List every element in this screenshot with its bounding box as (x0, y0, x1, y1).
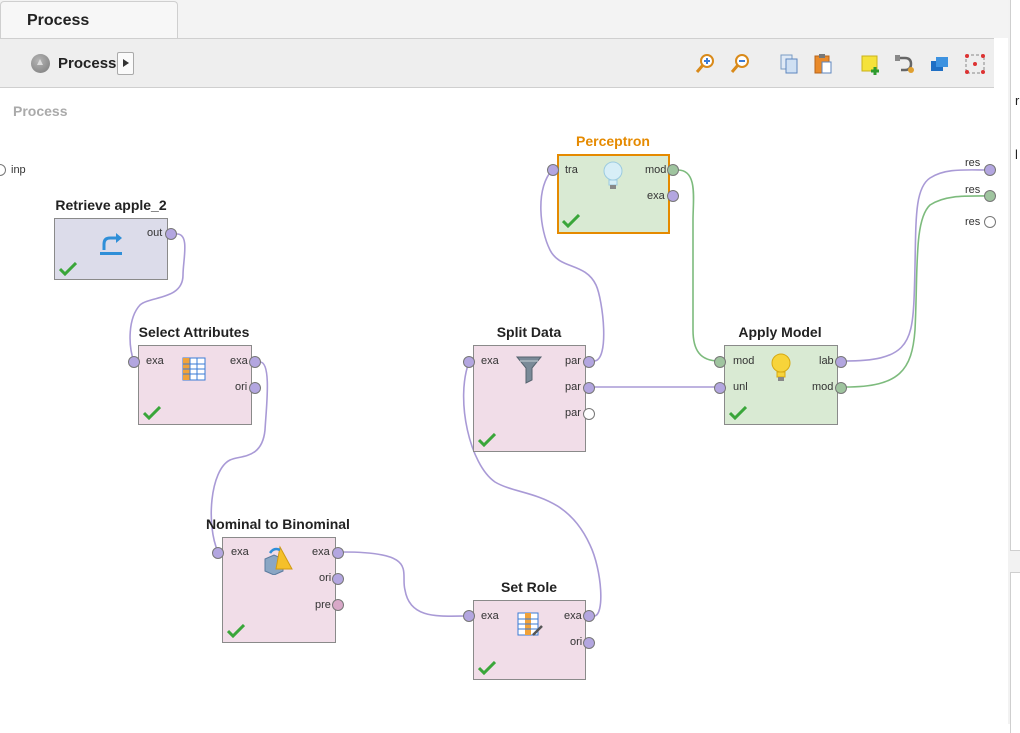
perceptron-out2-port[interactable] (667, 190, 679, 202)
table-columns-icon (182, 357, 206, 381)
split-out3-port[interactable] (583, 408, 595, 420)
tab-process[interactable]: Process (0, 1, 178, 38)
split-out1-port[interactable] (583, 356, 595, 368)
split-title[interactable]: Split Data (496, 324, 562, 340)
setrole-out2-port[interactable] (583, 637, 595, 649)
result-port-label-3: res (965, 216, 981, 228)
nominal-out2-port[interactable] (332, 573, 344, 585)
right-panel-text-2: l (1015, 147, 1018, 162)
retrieve-status-check-icon (59, 262, 77, 276)
apply-out2-port[interactable] (835, 382, 847, 394)
perceptron-title[interactable]: Perceptron (576, 133, 650, 149)
apply-in1-label: mod (733, 355, 755, 367)
set-role-icon (517, 612, 543, 636)
zoom-out-icon[interactable] (729, 52, 753, 76)
breadcrumb-label[interactable]: Process (58, 55, 117, 72)
setrole-out1-label: exa (564, 610, 582, 622)
select-out2-label: ori (235, 381, 248, 393)
copy-icon[interactable] (777, 52, 801, 76)
paste-icon[interactable] (811, 52, 835, 76)
split-out3-label: par (565, 407, 581, 419)
apply-in2-port[interactable] (714, 382, 726, 394)
right-panel-bottom (1010, 572, 1020, 733)
split-out1-label: par (565, 355, 581, 367)
apply-in2-label: unl (733, 381, 748, 393)
result-port-label-1: res (965, 157, 981, 169)
result-port-3[interactable] (984, 216, 996, 228)
operator-nominal-to-binominal[interactable] (222, 537, 336, 643)
select-in-port[interactable] (128, 356, 140, 368)
split-out2-port[interactable] (583, 382, 595, 394)
split-in-label: exa (481, 355, 499, 367)
retrieve-out-port[interactable] (165, 228, 177, 240)
result-port-2[interactable] (984, 190, 996, 202)
add-note-icon[interactable] (859, 52, 883, 76)
select-out1-port[interactable] (249, 356, 261, 368)
nominal-title[interactable]: Nominal to Binominal (206, 516, 350, 532)
result-port-label-2: res (965, 184, 981, 196)
perceptron-status-check-icon (562, 214, 580, 228)
nominal-out3-label: pre (315, 599, 331, 611)
select-title[interactable]: Select Attributes (138, 324, 250, 340)
apply-in1-port[interactable] (714, 356, 726, 368)
apply-status-check-icon (729, 406, 747, 420)
result-port-1[interactable] (984, 164, 996, 176)
type-conversion-icon (264, 545, 293, 575)
setrole-in-label: exa (481, 610, 499, 622)
retrieve-title[interactable]: Retrieve apple_2 (55, 197, 167, 213)
retrieve-out-label: out (147, 227, 163, 239)
zoom-in-icon[interactable] (694, 52, 718, 76)
canvas-title: Process (13, 103, 68, 119)
perceptron-out1-port[interactable] (667, 164, 679, 176)
setrole-in-port[interactable] (463, 610, 475, 622)
operator-retrieve[interactable] (54, 218, 168, 280)
apply-out1-port[interactable] (835, 356, 847, 368)
nominal-out1-port[interactable] (332, 547, 344, 559)
split-out2-label: par (565, 381, 581, 393)
layers-icon[interactable] (928, 52, 952, 76)
perceptron-out1-label: mod (645, 164, 667, 176)
auto-wire-icon[interactable] (893, 52, 917, 76)
retrieve-icon (100, 233, 122, 255)
setrole-title[interactable]: Set Role (500, 579, 557, 595)
filter-funnel-icon (515, 356, 543, 384)
nominal-out2-label: ori (319, 572, 332, 584)
select-out2-port[interactable] (249, 382, 261, 394)
nominal-status-check-icon (227, 624, 245, 638)
select-in-label: exa (146, 355, 164, 367)
apply-title[interactable]: Apply Model (738, 324, 822, 340)
perceptron-out2-label: exa (647, 190, 665, 202)
lightbulb-icon (603, 161, 623, 189)
process-input-label: inp (11, 164, 26, 176)
nominal-in-label: exa (231, 546, 249, 558)
tab-label: Process (27, 12, 90, 29)
process-toolbar: Process (0, 38, 994, 88)
setrole-out2-label: ori (570, 636, 583, 648)
select-status-check-icon (143, 406, 161, 420)
parent-process-icon[interactable] (31, 54, 50, 73)
right-panel-top (1010, 0, 1020, 551)
setrole-status-check-icon (478, 661, 496, 675)
perceptron-in-label: tra (565, 164, 578, 176)
breadcrumb-expand-button[interactable] (117, 52, 134, 75)
nominal-out1-label: exa (312, 546, 330, 558)
apply-out2-label: mod (812, 381, 834, 393)
apply-out1-label: lab (819, 355, 834, 367)
split-status-check-icon (478, 433, 496, 447)
nominal-out3-port[interactable] (332, 599, 344, 611)
perceptron-in-port[interactable] (547, 164, 559, 176)
tab-bar: Process (0, 0, 1008, 38)
setrole-out1-port[interactable] (583, 610, 595, 622)
right-panel-text-1: r (1015, 93, 1020, 108)
nominal-in-port[interactable] (212, 547, 224, 559)
split-in-port[interactable] (463, 356, 475, 368)
lightbulb-lit-icon (771, 353, 791, 381)
select-out1-label: exa (230, 355, 248, 367)
fit-icon[interactable] (963, 52, 987, 76)
